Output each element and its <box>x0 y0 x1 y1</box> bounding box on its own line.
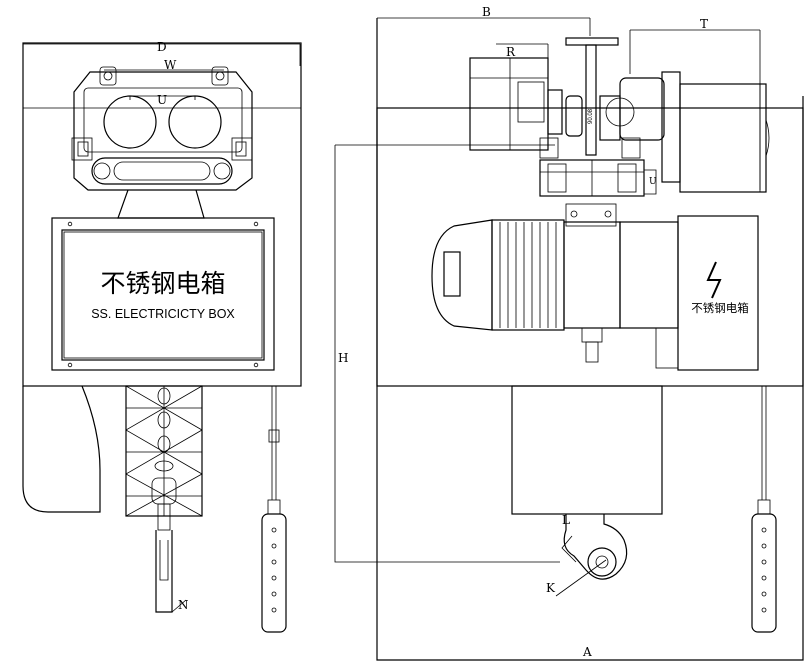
electric-box: 不锈钢电箱 SS. ELECTRICICTY BOX <box>51 217 275 371</box>
front-wheel-left <box>103 95 157 149</box>
dim-label-l: L <box>562 513 570 527</box>
dimension-h <box>334 144 560 563</box>
trolley-frame-side: U <box>539 137 657 227</box>
dim-label-a: A <box>582 645 592 659</box>
front-pendant <box>261 386 287 633</box>
side-housing <box>376 107 804 387</box>
front-view: D W U <box>22 40 302 633</box>
dim-label-w: W <box>164 58 177 72</box>
trolley-motor-left: R 90.08 <box>469 43 594 151</box>
dim-label-u: U <box>157 93 167 107</box>
svg-text:U: U <box>649 177 657 187</box>
dim-label-t: T <box>700 17 708 31</box>
dim-label-k: K <box>546 581 556 595</box>
chain-guard <box>125 385 203 517</box>
dim-label-d: D <box>157 40 167 54</box>
side-box-label: 不锈钢电箱 <box>691 301 749 315</box>
box-title-cn: 不锈钢电箱 <box>100 269 225 298</box>
dim-label-h: H <box>338 351 348 365</box>
side-plate-text: 90.08 <box>588 108 594 124</box>
side-hook <box>563 514 628 580</box>
hook-block-side: L K <box>511 385 663 597</box>
front-motor-drum <box>22 385 101 513</box>
hoist-fins <box>491 219 565 331</box>
side-electric-box <box>677 215 759 371</box>
trolley-motor-right: T <box>599 17 770 193</box>
hoist-unit: 不锈钢电箱 <box>431 215 759 371</box>
trolley-frame: W U <box>71 58 253 219</box>
dim-label-n: N <box>178 598 189 612</box>
side-pendant <box>751 386 777 633</box>
dim-label-b: B <box>482 5 491 19</box>
side-view: B A H R 90.08 T <box>334 5 804 661</box>
lightning-icon <box>706 261 722 299</box>
front-wheel-right <box>168 95 222 149</box>
box-title-en: SS. ELECTRICICTY BOX <box>91 307 235 321</box>
hoist-end-cap <box>431 219 493 331</box>
rail-beam <box>565 37 619 156</box>
dim-label-r: R <box>506 45 516 59</box>
front-hook: N <box>155 515 189 613</box>
dimension-d: D <box>23 40 301 66</box>
